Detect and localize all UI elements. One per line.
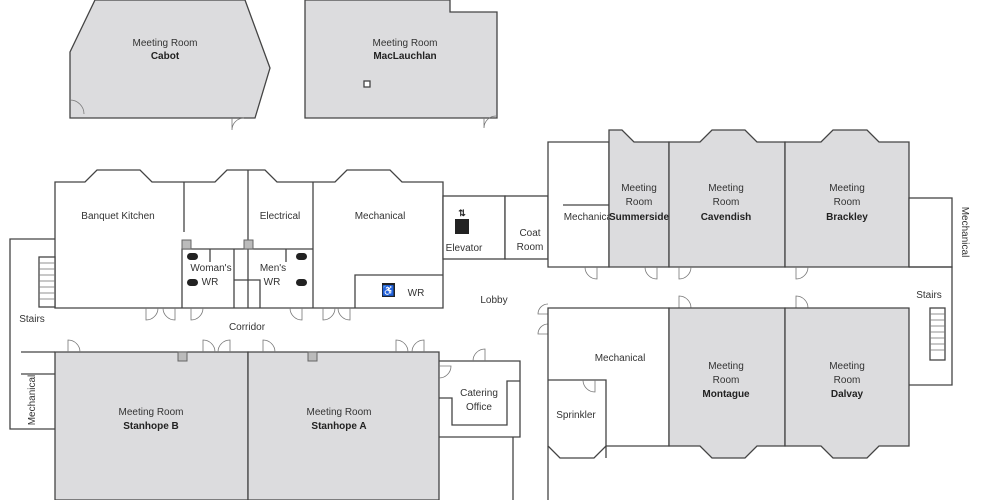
room-type-label: Meeting Room [132,38,197,49]
room-stanhope-b[interactable]: Meeting Room Stanhope B [54,351,249,500]
room-type-label: Meeting Room [372,38,437,49]
room-name-label: Brackley [826,212,868,223]
room-type-label: Meeting [829,183,865,194]
label-womens-wr: Woman's [190,263,231,274]
room-summerside[interactable]: Meeting Room Summerside [608,129,670,268]
label-corridor: Corridor [229,322,266,333]
room-dalvay[interactable]: Meeting Room Dalvay [784,307,910,459]
room-maclauchlan[interactable]: Meeting Room MacLauchlan [304,0,498,119]
label-mechanical-left: Mechanical [27,375,38,426]
label-mens-wr-2: WR [264,277,281,288]
label-stairs-left: Stairs [19,314,45,325]
room-type-label: Meeting Room [118,407,183,418]
room-name-label: Stanhope B [123,421,179,432]
label-womens-wr-2: WR [202,277,219,288]
room-type-label: Meeting [708,361,744,372]
label-mechanical-upper-right: Mechanical [564,212,615,223]
stairs-icon [38,256,56,308]
room-name-label: Stanhope A [311,421,366,432]
svg-text:⇅: ⇅ [458,208,466,218]
label-catering-2: Office [466,402,492,413]
label-accessible-wr: WR [408,288,425,299]
label-lobby: Lobby [480,295,507,306]
label-elevator: Elevator [446,243,483,254]
room-type-label: Meeting [708,183,744,194]
label-coat-room: Coat [519,228,540,239]
label-mechanical-right: Mechanical [959,207,970,258]
room-name-label: MacLauchlan [373,51,436,62]
label-sprinkler: Sprinkler [556,410,596,421]
room-type-label-2: Room [713,375,740,386]
stairs-icon [929,307,946,361]
label-mens-wr: Men's [260,263,286,274]
room-stanhope-a[interactable]: Meeting Room Stanhope A [247,351,440,500]
room-cabot[interactable]: Meeting Room Cabot [69,0,271,119]
room-type-label-2: Room [834,375,861,386]
room-brackley[interactable]: Meeting Room Brackley [784,129,910,268]
room-type-label: Meeting [621,183,657,194]
label-stairs-right: Stairs [916,290,942,301]
room-name-label: Cabot [151,51,180,62]
room-montague[interactable]: Meeting Room Montague [668,307,786,459]
room-name-label: Montague [702,389,750,400]
label-electrical: Electrical [260,211,301,222]
room-type-label-2: Room [626,197,653,208]
elevator-icon: ⇅ [455,208,469,234]
label-banquet-kitchen: Banquet Kitchen [81,211,154,222]
room-name-label: Summerside [609,212,669,223]
wheelchair-glyph: ♿ [382,284,394,297]
room-name-label: Dalvay [831,389,864,400]
room-type-label-2: Room [713,197,740,208]
room-type-label-2: Room [834,197,861,208]
label-mechanical: Mechanical [355,211,406,222]
room-type-label: Meeting [829,361,865,372]
label-coat-room-2: Room [517,242,544,253]
room-cavendish[interactable]: Meeting Room Cavendish [668,129,786,268]
toilet-icons [187,253,307,286]
label-mechanical-lower-right: Mechanical [595,353,646,364]
room-name-label: Cavendish [701,212,752,223]
accessible-icon [382,283,395,297]
room-type-label: Meeting Room [306,407,371,418]
label-catering: Catering [460,388,498,399]
